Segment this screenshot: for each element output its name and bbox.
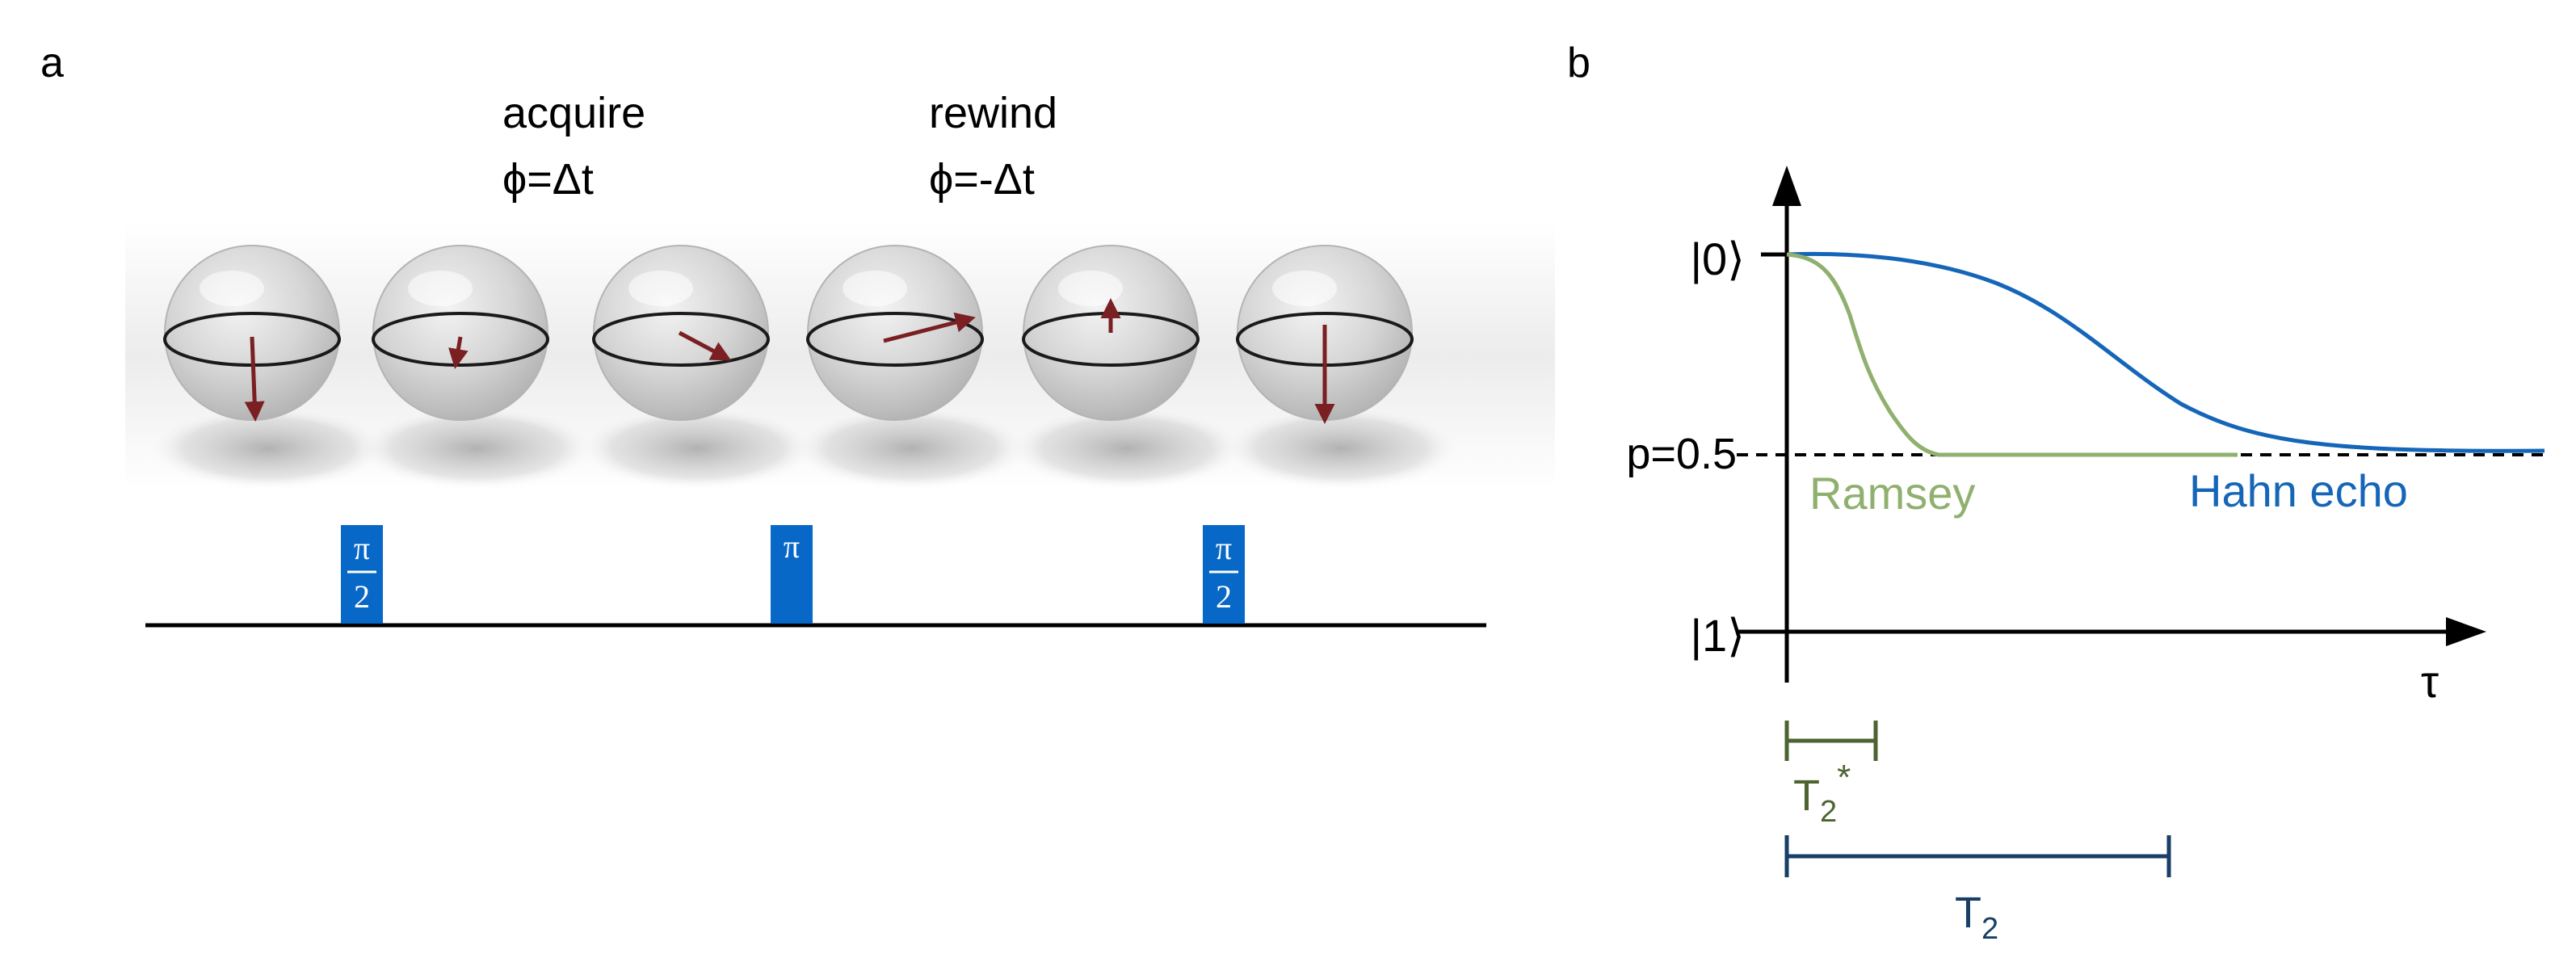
rewind-title: rewind [929, 89, 1057, 137]
sphere-body [807, 245, 983, 421]
pulse: π [771, 525, 813, 624]
state1-label: |1⟩ [1690, 610, 1745, 661]
hahn-echo-label: Hahn echo [2189, 465, 2408, 516]
t2star-bracket [1784, 721, 1878, 761]
t2star-label: T2* [1793, 758, 1851, 829]
sphere-shadow [790, 406, 1032, 490]
state0-label: |0⟩ [1690, 233, 1745, 284]
bloch-sphere [1006, 245, 1248, 490]
panel-b: b |0⟩ p=0.5 |1⟩ τ Ramsey Hahn echo T2* [1567, 40, 2545, 946]
spin-arrow-icon [883, 312, 976, 343]
pulse-numerator: π [1216, 530, 1232, 566]
sphere-shadow [1220, 406, 1462, 490]
hahn-echo-curve [1786, 251, 2545, 453]
pulse: π2 [341, 525, 383, 624]
t2-label: T2 [1955, 889, 1998, 946]
panel-b-label: b [1567, 40, 1591, 86]
pulse-numerator: π [354, 530, 370, 566]
rewind-formula: ϕ=-Δt [929, 155, 1035, 204]
bloch-sphere [1220, 245, 1462, 490]
sphere-shadow [355, 406, 598, 490]
sphere-shadow [576, 406, 818, 490]
ramsey-curve [1786, 252, 2238, 457]
ramsey-label: Ramsey [1809, 468, 1975, 519]
sphere-highlight [843, 271, 907, 306]
sphere-shadow [1006, 406, 1248, 490]
pulse: π2 [1203, 525, 1245, 624]
sphere-highlight [1058, 271, 1123, 306]
pulse-box [1203, 525, 1245, 624]
sphere-shadow [147, 406, 389, 490]
sphere-highlight [1272, 271, 1337, 306]
spin-arrow-icon [678, 330, 732, 361]
threshold-label: p=0.5 [1626, 430, 1737, 478]
bloch-sphere [355, 245, 598, 490]
spin-arrow-icon [244, 336, 265, 422]
pulse-box [341, 525, 383, 624]
sphere-highlight [408, 271, 473, 306]
sphere-highlight [628, 271, 693, 306]
sphere-body [372, 245, 548, 421]
pulse-numerator: π [784, 528, 800, 565]
x-axis-label: τ [2421, 656, 2439, 707]
panel-a-label: a [40, 40, 64, 86]
pulse-denominator: 2 [354, 578, 370, 615]
x-axis-arrow-icon [2446, 617, 2486, 646]
sphere-body [164, 245, 340, 421]
acquire-formula: ϕ=Δt [502, 155, 594, 204]
acquire-title: acquire [502, 89, 645, 137]
y-axis-arrow-icon [1772, 166, 1801, 206]
sphere-highlight [200, 271, 264, 306]
t2-bracket [1784, 835, 2171, 877]
pulse-denominator: 2 [1216, 578, 1232, 615]
sphere-equator [806, 312, 984, 367]
bloch-sphere [790, 245, 1032, 490]
bloch-sphere [576, 245, 818, 490]
pulse-box [771, 525, 813, 624]
sphere-equator [592, 312, 770, 367]
spin-arrow-icon [448, 336, 469, 369]
bloch-sphere-row [147, 245, 1462, 490]
bloch-sphere [147, 245, 389, 490]
